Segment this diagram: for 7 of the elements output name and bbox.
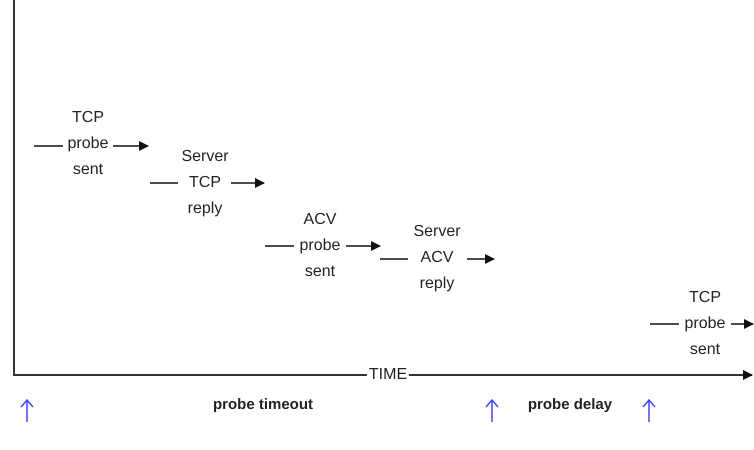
- interval-label: probe delay: [528, 396, 612, 413]
- event-label: Server TCP reply: [172, 144, 238, 222]
- event-label: ACV probe sent: [287, 207, 353, 285]
- event-label: TCP probe sent: [672, 285, 738, 363]
- event-label: TCP probe sent: [55, 105, 121, 183]
- interval-label: probe timeout: [213, 396, 313, 413]
- event-label: Server ACV reply: [404, 219, 470, 297]
